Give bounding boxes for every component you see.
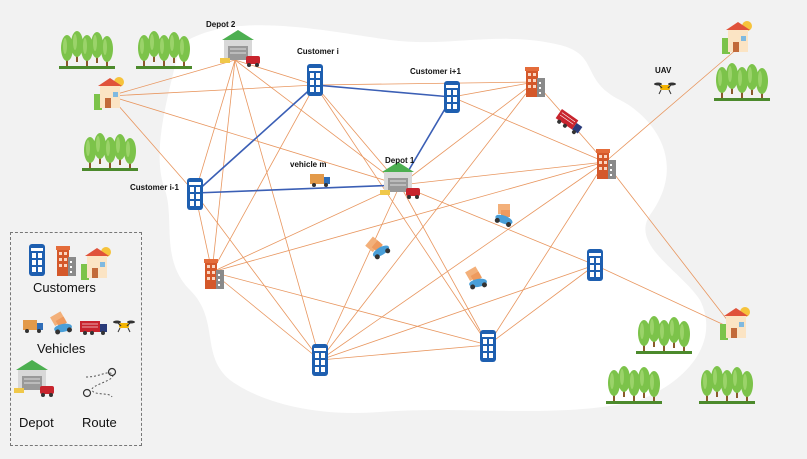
legend-route-label: Route xyxy=(82,415,117,430)
customer-i-plus-1-label: Customer i+1 xyxy=(410,67,461,76)
route-lines xyxy=(109,47,739,361)
depot-1-label: Depot 1 xyxy=(385,156,415,165)
legend-route-icon xyxy=(82,367,117,398)
house-icon xyxy=(722,21,752,54)
customer-i-minus-1-label: Customer i-1 xyxy=(130,183,179,192)
depot-2-label: Depot 2 xyxy=(206,20,236,29)
customer-i-label: Customer i xyxy=(297,47,339,56)
house-icon xyxy=(720,307,750,340)
uav-drone-icon xyxy=(653,81,677,95)
legend-depot-label: Depot xyxy=(19,415,54,430)
legend-customers-label: Customers xyxy=(33,280,96,295)
uav-label: UAV xyxy=(655,66,672,75)
legend xyxy=(10,232,142,446)
customer-booth-icon xyxy=(587,249,603,281)
customer-i-minus-1-icon xyxy=(187,178,203,210)
house-icon xyxy=(94,77,124,110)
customer-booth-icon xyxy=(480,330,496,362)
legend-icons xyxy=(14,244,136,398)
customer-i-icon xyxy=(307,64,323,96)
legend-vehicles-label: Vehicles xyxy=(37,341,86,356)
vehicle-m-label: vehicle m xyxy=(290,160,327,169)
customer-i-plus-1-icon xyxy=(444,81,460,113)
customer-booth-icon xyxy=(312,344,328,376)
